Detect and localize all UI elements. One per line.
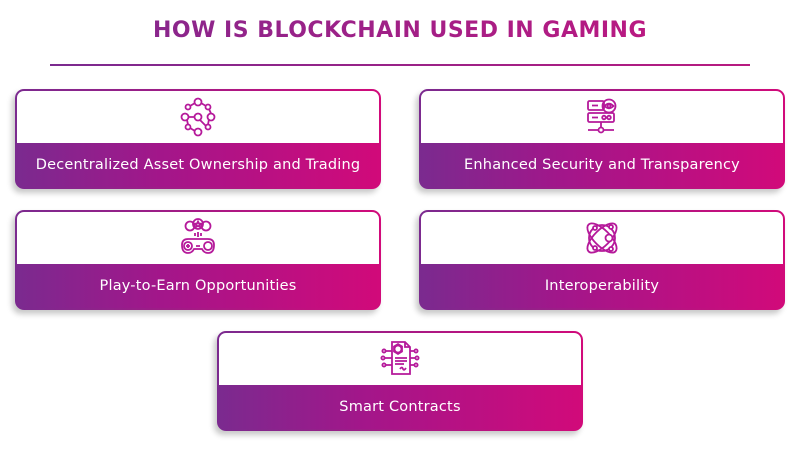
card-interoperability: Interoperability bbox=[419, 210, 785, 310]
card-label: Interoperability bbox=[421, 264, 783, 308]
card-label: Smart Contracts bbox=[219, 385, 581, 429]
title-divider bbox=[50, 64, 750, 66]
server-eye-icon bbox=[582, 97, 622, 137]
card-decentralized-asset-ownership: Decentralized Asset Ownership and Tradin… bbox=[15, 89, 381, 189]
contract-circuit-icon bbox=[380, 339, 420, 379]
network-nodes-icon bbox=[178, 97, 218, 137]
page-title: HOW IS BLOCKCHAIN USED IN GAMING bbox=[0, 18, 800, 43]
card-label: Play-to-Earn Opportunities bbox=[17, 264, 379, 308]
card-smart-contracts: Smart Contracts bbox=[217, 331, 583, 431]
card-label: Enhanced Security and Transparency bbox=[421, 143, 783, 187]
atom-orbit-icon bbox=[582, 218, 622, 258]
gamepad-coins-icon bbox=[178, 218, 218, 258]
card-play-to-earn: Play-to-Earn Opportunities bbox=[15, 210, 381, 310]
card-label: Decentralized Asset Ownership and Tradin… bbox=[17, 143, 379, 187]
card-enhanced-security: Enhanced Security and Transparency bbox=[419, 89, 785, 189]
